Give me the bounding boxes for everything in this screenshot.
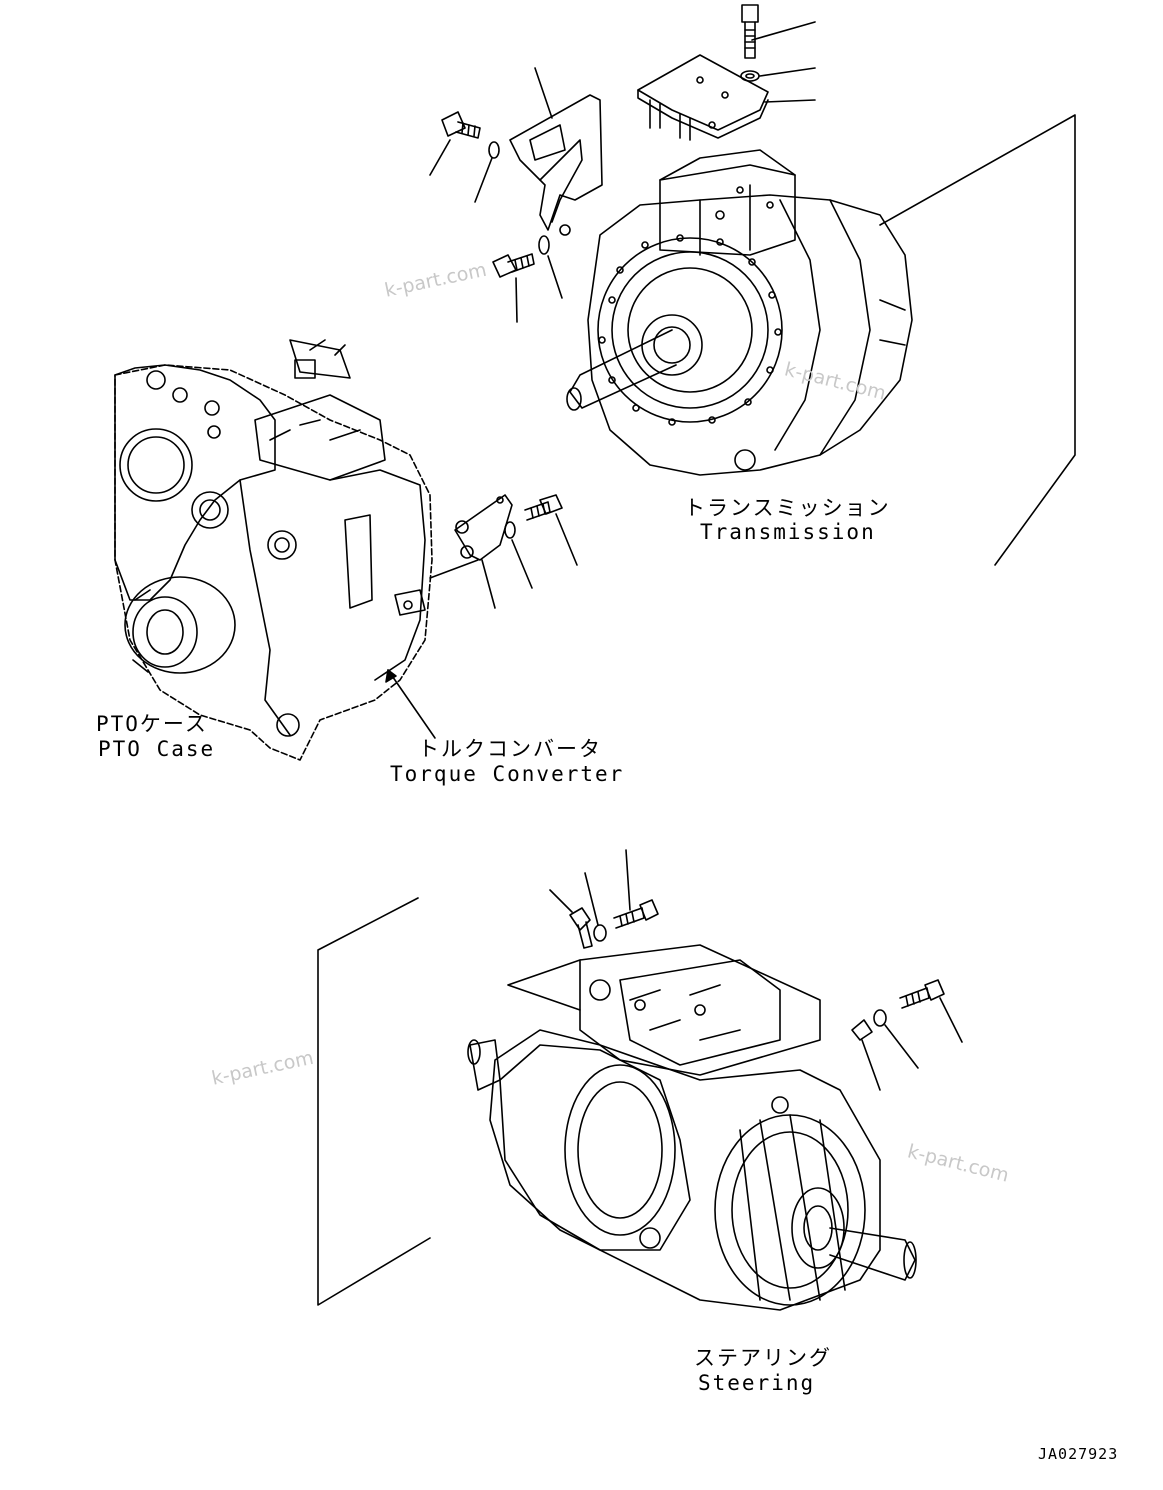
pto-case-label-jp: PTOケース: [96, 712, 208, 736]
steering-label-jp: ステアリング: [694, 1346, 832, 1370]
transmission-assembly: [566, 114, 1076, 566]
transmission-label-en: Transmission: [700, 520, 876, 544]
pto-case-label-en: PTO Case: [98, 737, 216, 761]
torque-converter-label-jp: トルクコンバータ: [418, 737, 602, 761]
torque-converter-hardware: [385, 494, 578, 739]
drawing-code: JA027923: [1038, 1445, 1119, 1463]
torque-converter-label-en: Torque Converter: [390, 762, 625, 786]
transmission-label-jp: トランスミッション: [684, 496, 891, 520]
transmission-hardware: [429, 4, 816, 323]
steering-hardware: [549, 849, 963, 1091]
steering-assembly: [317, 897, 917, 1311]
pto-torque-assembly: [114, 339, 433, 761]
steering-label-en: Steering: [698, 1371, 816, 1395]
